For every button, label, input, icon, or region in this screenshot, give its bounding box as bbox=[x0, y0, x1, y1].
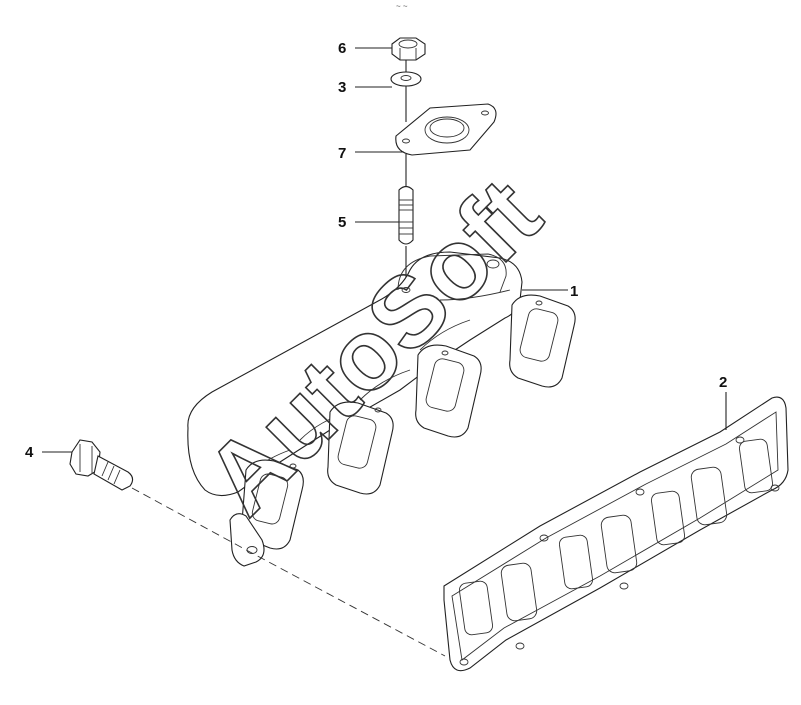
washer-part bbox=[390, 71, 422, 87]
label-6: 6 bbox=[338, 40, 346, 57]
label-4: 4 bbox=[25, 444, 34, 461]
assembly-dashed-line bbox=[131, 487, 446, 657]
manifold-gasket-part bbox=[443, 396, 789, 672]
flange-gasket-part bbox=[395, 103, 497, 156]
label-2: 2 bbox=[719, 374, 727, 391]
top-mark: ~ ~ bbox=[396, 2, 408, 11]
label-3: 3 bbox=[338, 79, 346, 96]
stud-part bbox=[398, 185, 414, 245]
label-5: 5 bbox=[338, 214, 346, 231]
label-7: 7 bbox=[338, 145, 346, 162]
nut-part bbox=[391, 37, 426, 61]
label-1: 1 bbox=[570, 283, 578, 300]
bolt-part bbox=[69, 439, 134, 491]
manifold-part bbox=[187, 251, 576, 567]
